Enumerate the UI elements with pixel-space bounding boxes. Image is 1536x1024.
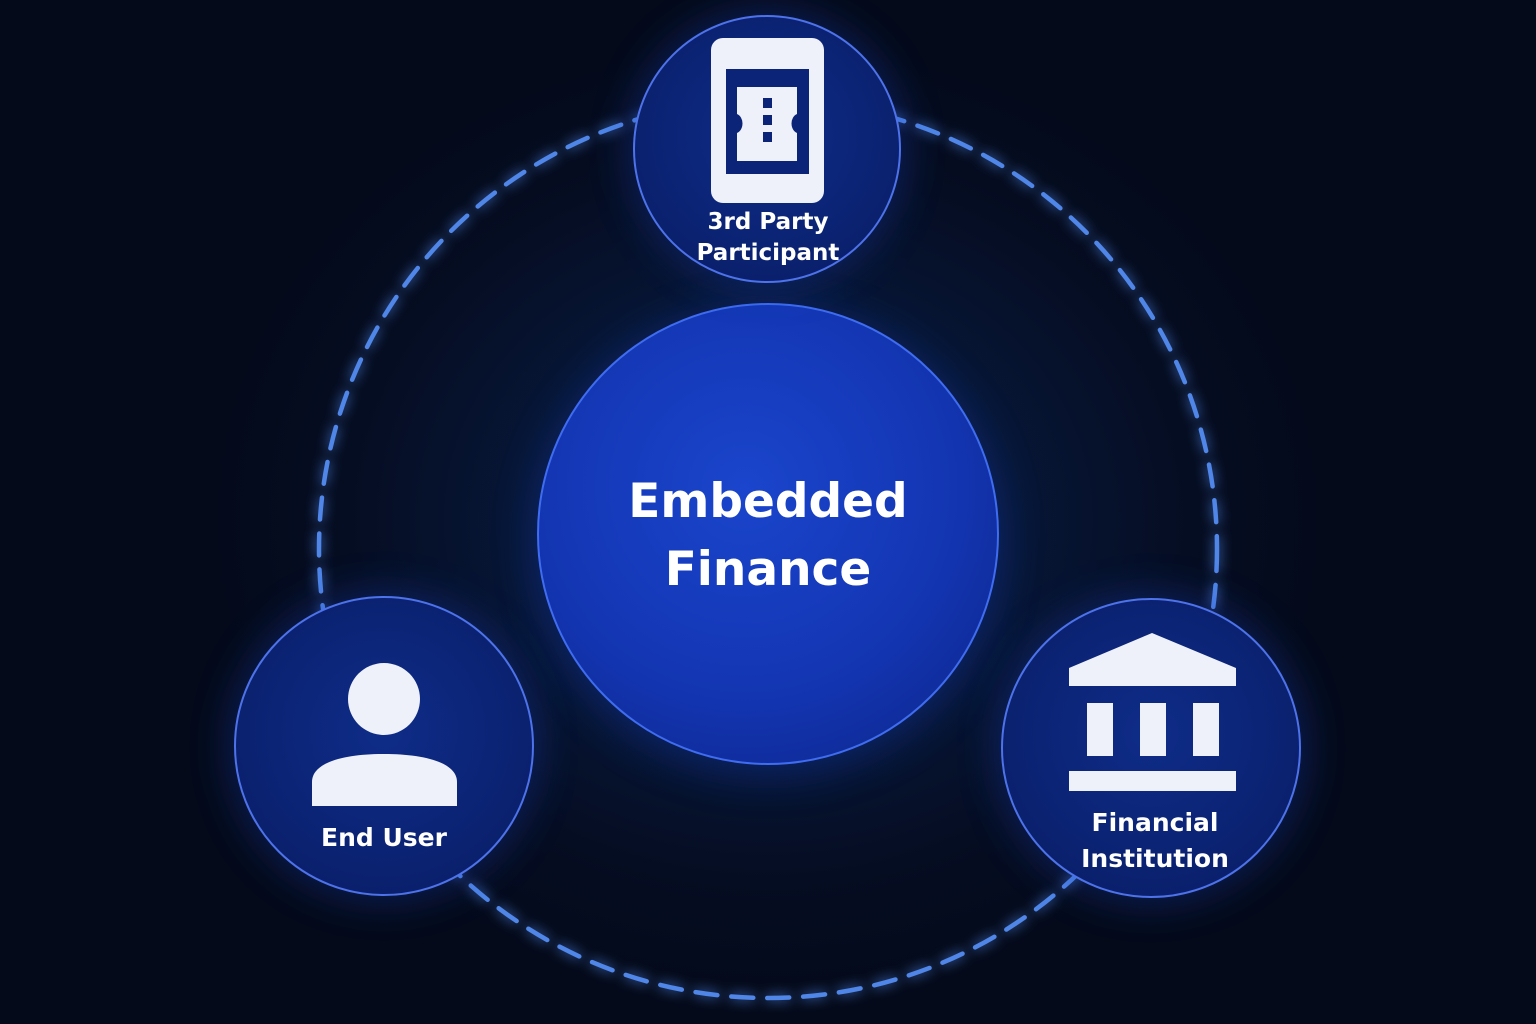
center-title-line-1: Embedded — [628, 474, 908, 529]
node-left-label: End User — [321, 823, 447, 852]
node-top-label-line-1: 3rd Party — [707, 209, 829, 235]
center-circle — [537, 303, 999, 765]
node-top-label: 3rd Party Participant — [650, 207, 886, 269]
user-icon — [312, 663, 457, 806]
node-right-label-line-1: Financial — [1091, 808, 1219, 837]
node-left-circle — [234, 596, 534, 896]
phone-ticket-icon — [711, 38, 824, 203]
node-right-label-line-2: Institution — [1081, 844, 1229, 873]
center-title: Embedded Finance — [568, 468, 968, 604]
center-title-line-2: Finance — [664, 542, 872, 597]
node-right-label: Financial Institution — [1020, 805, 1290, 877]
node-top-label-line-2: Participant — [696, 240, 840, 266]
bank-icon — [1069, 633, 1236, 791]
dashed-orbit-ring — [316, 97, 1220, 1001]
